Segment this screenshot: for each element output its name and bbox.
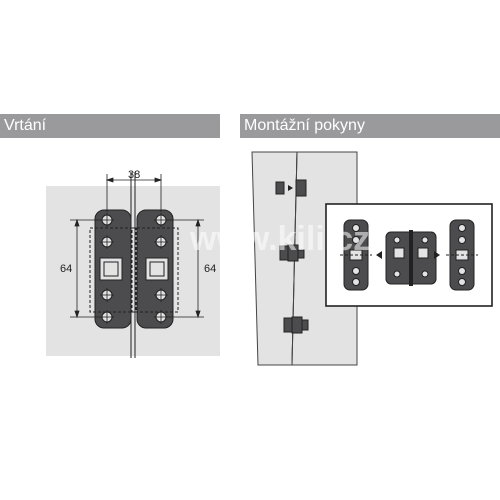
hinge-plate-right <box>131 209 179 329</box>
dimension-width-label: 38 <box>128 169 140 181</box>
mounted-hinges <box>275 179 309 334</box>
arrow-right-icon <box>434 251 440 259</box>
dimension-height-right-label: 64 <box>204 263 216 275</box>
detail-plate-right <box>446 219 478 291</box>
detail-plate-left <box>340 219 372 291</box>
section-title-mounting: Montážní pokyny <box>244 117 365 134</box>
detail-hinge-center <box>385 230 437 286</box>
mounting-diagram <box>251 151 493 366</box>
section-header-drilling: Vrtání <box>0 114 220 138</box>
watermark-text: www.kili.cz <box>189 220 370 258</box>
section-header-mounting: Montážní pokyny <box>240 114 500 138</box>
dimension-height-right <box>168 218 204 319</box>
arrow-left-icon <box>376 251 382 259</box>
dimension-width <box>105 174 163 212</box>
dimension-height-left <box>70 218 100 319</box>
section-title-drilling: Vrtání <box>4 117 47 134</box>
drilling-diagram: 38 64 64 <box>46 169 220 358</box>
drilling-panel <box>46 186 220 356</box>
dimension-height-left-label: 64 <box>60 263 72 275</box>
hinge-plate-left <box>89 209 137 329</box>
